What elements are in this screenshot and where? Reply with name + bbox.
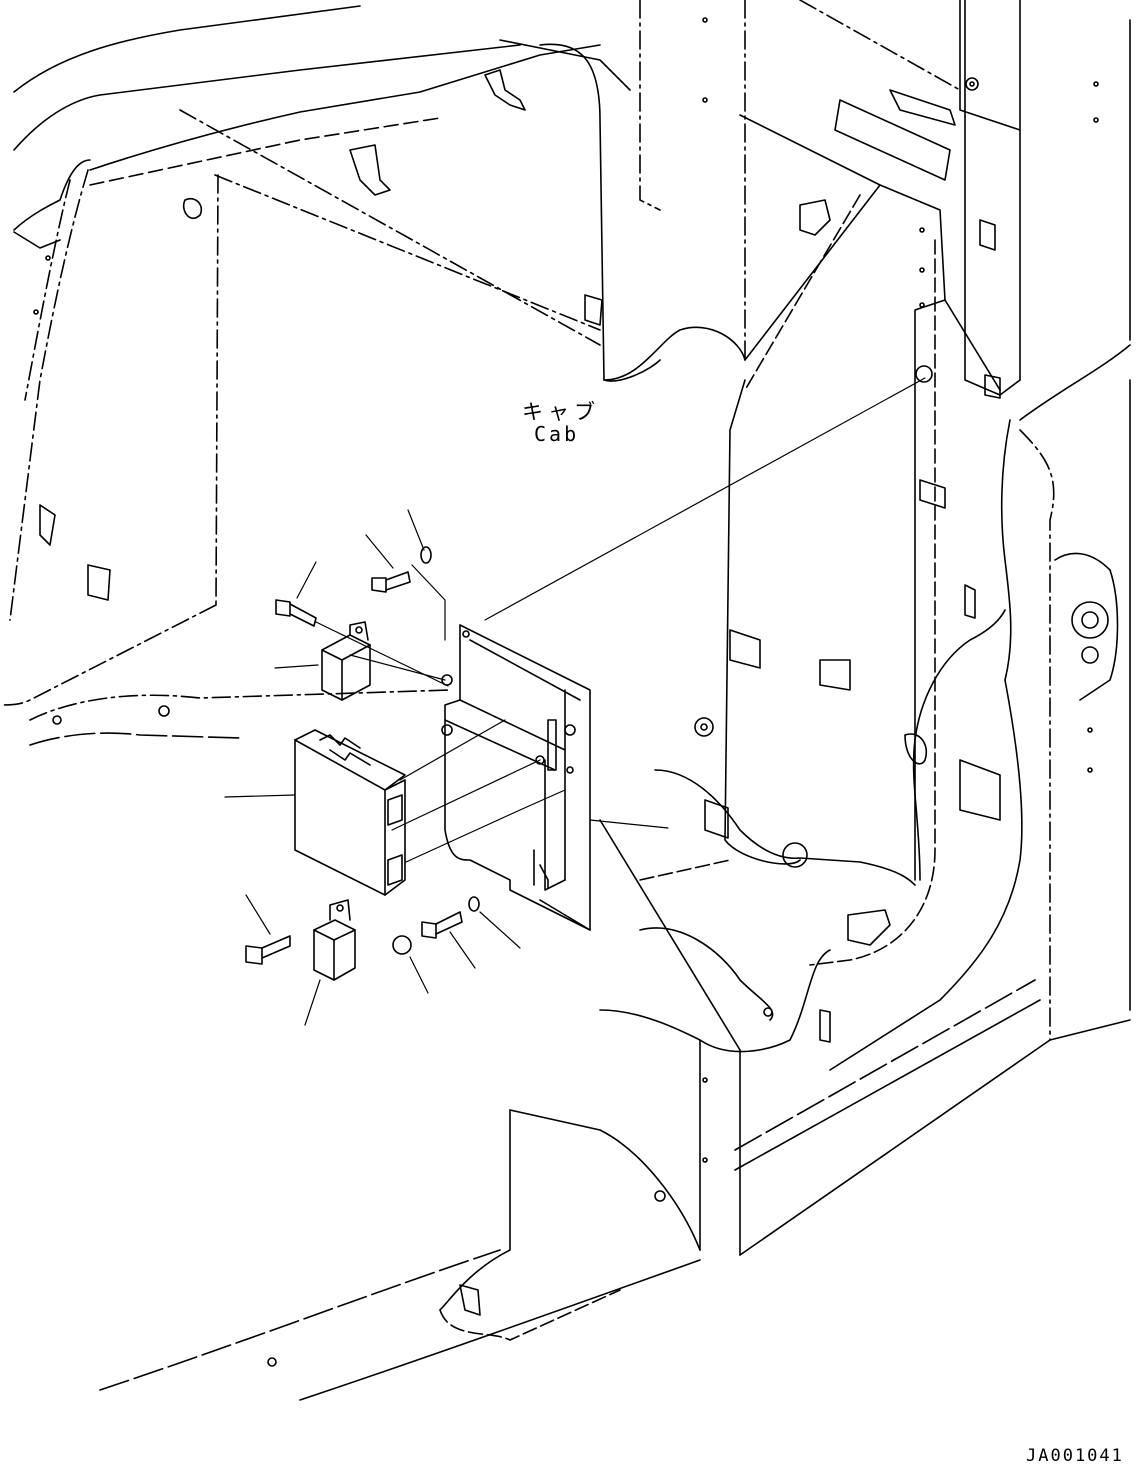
bolt-lower-left — [245, 935, 291, 965]
right-side-panel — [1000, 344, 1131, 1041]
cab-roof-outline — [13, 5, 631, 249]
cab-label-japanese: キャブ — [522, 400, 600, 424]
mounting-bracket — [441, 624, 591, 931]
bolt-lower-right — [392, 896, 480, 955]
bolt-upper-left — [275, 599, 317, 627]
floor-lines — [29, 689, 1051, 1401]
cab-label-english: Cab — [534, 422, 580, 446]
center-pillar-panel — [539, 0, 1021, 966]
relay-upper — [321, 621, 371, 701]
ceiling-lines — [179, 0, 1131, 381]
cab-clips — [39, 69, 1001, 1316]
bolt-upper-right — [371, 546, 432, 593]
holes — [33, 17, 1099, 1367]
controller-unit — [294, 729, 406, 896]
relay-lower — [313, 899, 356, 981]
wire-harness — [654, 609, 1023, 1071]
assembly-guide-lines — [315, 377, 926, 863]
left-pillar — [0, 169, 219, 706]
leader-lines — [224, 509, 669, 1026]
drawing-code: JA001041 — [1026, 1446, 1124, 1466]
